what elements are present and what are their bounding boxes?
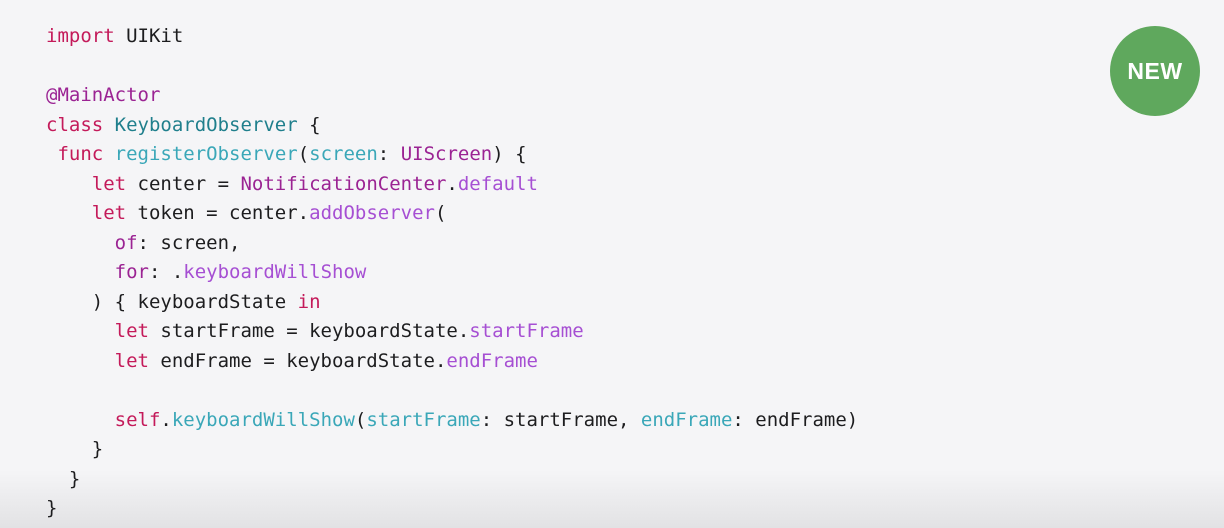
code-token-keyword: class	[46, 113, 104, 136]
code-token-plain	[46, 202, 92, 224]
code-token-plain: {	[297, 113, 321, 136]
code-token-plain: (	[354, 408, 367, 431]
code-token-plain: UIKit	[114, 25, 184, 47]
code-token-plain	[46, 409, 115, 431]
code-token-keyword: let	[91, 202, 127, 224]
code-token-keyword: let	[114, 349, 149, 372]
code-line: ) { keyboardState in	[46, 288, 858, 318]
code-line: }	[46, 435, 858, 465]
code-token-member: default	[457, 172, 538, 195]
code-line: @MainActor	[46, 81, 858, 111]
code-line: let startFrame = keyboardState.startFram…	[46, 317, 858, 347]
code-token-keyword: import	[46, 25, 115, 47]
code-token-plain: : startFrame,	[480, 408, 641, 431]
code-token-plain: }	[46, 467, 81, 490]
code-token-keyword: func	[57, 143, 104, 165]
code-token-attr: @MainActor	[46, 84, 161, 106]
code-token-plain	[46, 261, 115, 283]
code-token-keyword: let	[114, 320, 149, 342]
code-line: }	[46, 494, 858, 524]
code-line	[46, 52, 858, 82]
code-token-plain: (	[434, 202, 447, 224]
code-line: for: .keyboardWillShow	[46, 258, 858, 288]
code-line: let endFrame = keyboardState.endFrame	[46, 347, 858, 377]
code-token-plain: : .	[148, 261, 184, 283]
code-token-plain: .	[446, 172, 458, 195]
code-token-plain	[103, 143, 114, 165]
code-token-member: endFrame	[446, 349, 538, 372]
code-token-type2: NotificationCenter	[240, 172, 447, 195]
code-token-plain: .	[160, 408, 172, 431]
code-token-plain: : screen,	[137, 231, 241, 254]
code-token-plain: ) { keyboardState	[46, 290, 298, 313]
code-token-plain: token = center.	[126, 202, 310, 224]
code-token-type2: UIScreen	[400, 143, 493, 165]
code-token-plain: startFrame = keyboardState.	[148, 320, 470, 342]
new-badge-label: NEW	[1127, 57, 1183, 84]
code-token-plain	[46, 350, 115, 372]
code-line: let token = center.addObserver(	[46, 199, 858, 229]
code-line: let center = NotificationCenter.default	[46, 170, 858, 200]
new-badge: NEW	[1110, 26, 1200, 116]
code-block: import UIKit @MainActor class KeyboardObs…	[46, 22, 858, 524]
code-token-keyword: let	[91, 172, 127, 195]
code-token-func: keyboardWillShow	[171, 408, 355, 431]
code-token-plain	[46, 143, 57, 165]
code-token-plain: :	[377, 143, 401, 165]
code-token-plain: endFrame = keyboardState.	[148, 349, 447, 372]
code-token-keyword: in	[297, 290, 321, 313]
code-line: class KeyboardObserver {	[46, 111, 858, 141]
code-token-plain: ) {	[492, 143, 527, 165]
code-line	[46, 376, 858, 406]
code-token-param: screen	[309, 143, 378, 165]
code-token-member: addObserver	[309, 202, 435, 224]
code-line: self.keyboardWillShow(startFrame: startF…	[46, 406, 859, 436]
code-line: import UIKit	[46, 22, 858, 52]
code-token-plain	[46, 320, 115, 342]
code-token-member: startFrame	[469, 320, 584, 342]
code-token-plain	[46, 173, 92, 195]
code-line: }	[46, 465, 858, 495]
code-token-plain: : endFrame)	[732, 408, 859, 431]
code-token-member: keyboardWillShow	[183, 261, 367, 283]
code-token-label: of	[114, 231, 138, 254]
code-token-plain: }	[46, 438, 104, 460]
code-token-plain: }	[46, 497, 58, 519]
code-token-type: KeyboardObserver	[114, 113, 298, 136]
code-token-func: registerObserver	[114, 143, 298, 165]
code-token-label: for	[114, 261, 149, 283]
code-token-plain	[46, 232, 115, 254]
code-line: func registerObserver(screen: UIScreen) …	[46, 140, 858, 170]
code-token-keyword: self	[114, 408, 161, 431]
code-token-plain: center =	[126, 172, 241, 195]
code-line: of: screen,	[46, 229, 858, 259]
code-token-param: startFrame	[366, 408, 481, 431]
code-token-plain	[103, 114, 114, 136]
code-token-param: endFrame	[640, 408, 733, 431]
code-token-plain: (	[297, 143, 310, 165]
